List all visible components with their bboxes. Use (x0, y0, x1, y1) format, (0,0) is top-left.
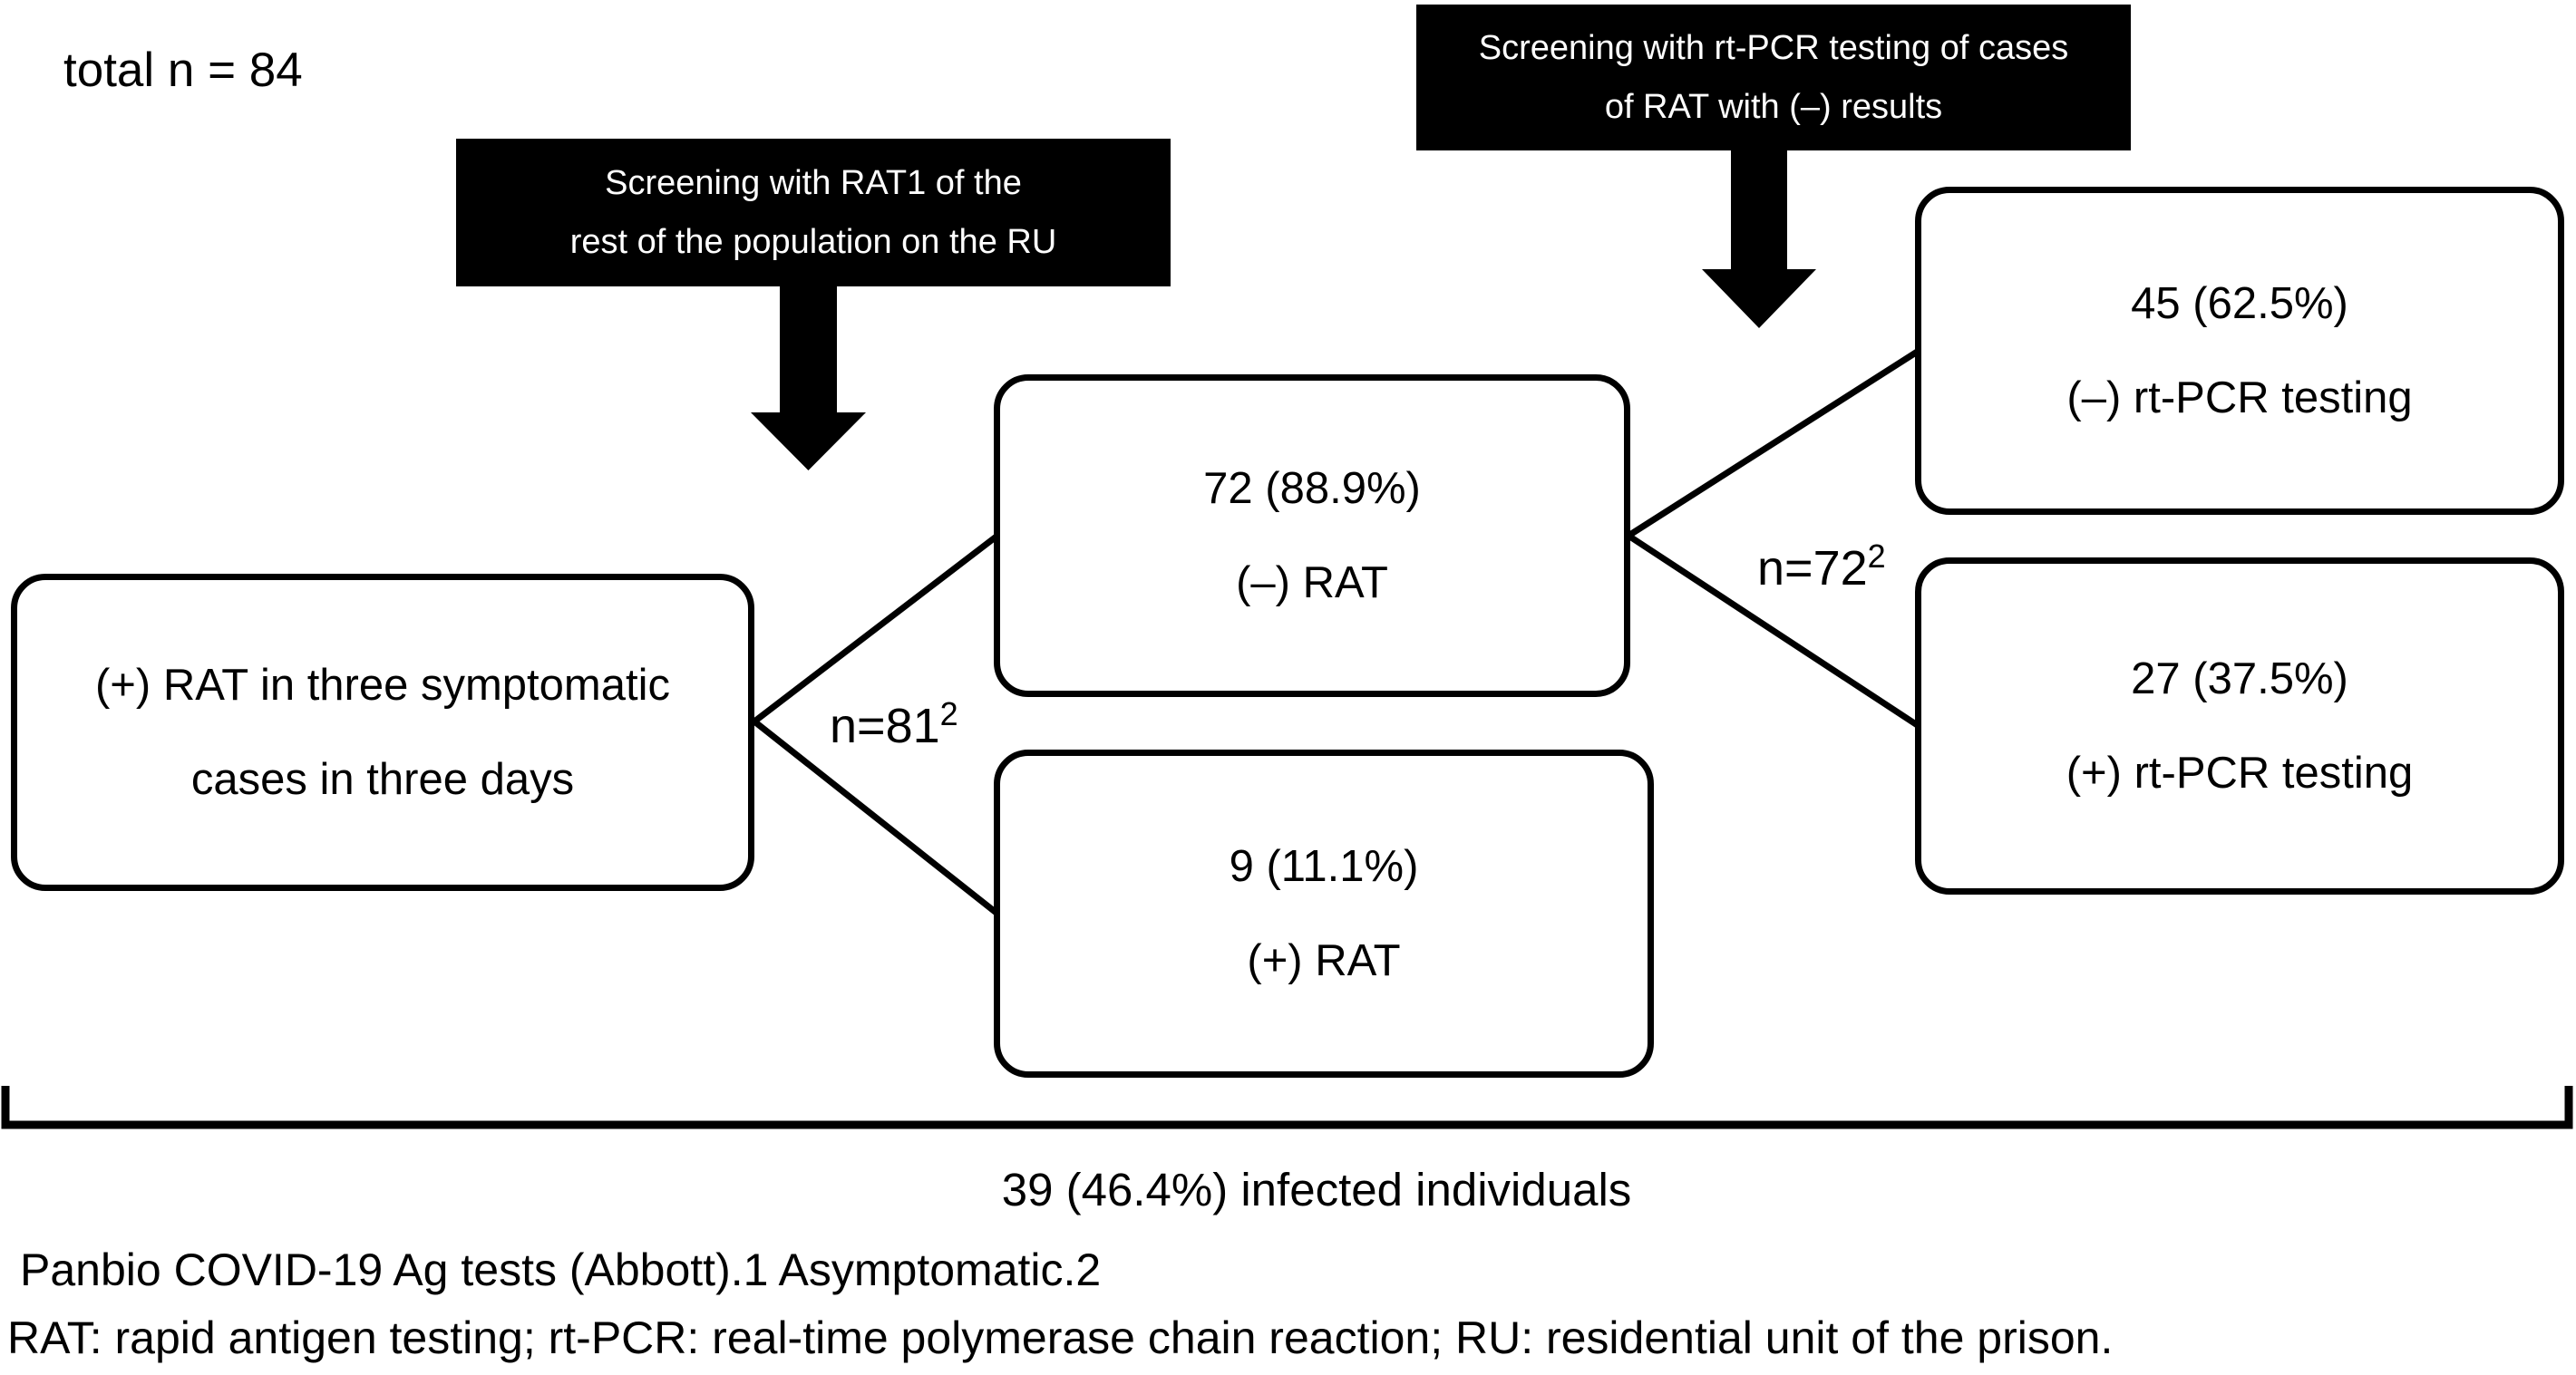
branch-label-n81-sup: 2 (939, 695, 958, 732)
infected-total-label: 39 (46.4%) infected individuals (1001, 1164, 1632, 1215)
callout-pcr-line1: Screening with rt-PCR testing of cases (1478, 29, 2069, 67)
node-pcr-positive-count: 27 (37.5%) (2131, 654, 2348, 703)
fork-right-lower-line (1627, 533, 1920, 729)
fork-right-upper-line (1627, 348, 1920, 538)
callout-pcr-screening: Screening with rt-PCR testing of cases o… (1416, 5, 2131, 150)
branch-label-n72-sup: 2 (1867, 537, 1886, 575)
bottom-bracket (1, 1086, 2573, 1129)
total-count-label: total n = 84 (63, 44, 303, 97)
node-symptomatic-line2: cases in three days (190, 755, 575, 804)
node-pcr-negative: 45 (62.5%) (–) rt-PCR testing (1915, 187, 2564, 515)
callout-pcr-line2: of RAT with (–) results (1604, 88, 1943, 126)
down-arrow-pcr-icon (1702, 149, 1816, 328)
node-rat-positive: 9 (11.1%) (+) RAT (994, 750, 1654, 1078)
node-rat-positive-label: (+) RAT (1247, 936, 1401, 985)
fork-left-upper-line (752, 533, 1000, 724)
branch-label-n81: n=812 (830, 696, 958, 753)
node-pcr-negative-label: (–) rt-PCR testing (2066, 373, 2413, 422)
fork-left-lower-line (752, 719, 1000, 916)
node-pcr-positive: 27 (37.5%) (+) rt-PCR testing (1915, 557, 2564, 895)
callout-rat-screening: Screening with RAT1 of the rest of the p… (456, 139, 1171, 286)
node-pcr-negative-count: 45 (62.5%) (2131, 278, 2348, 328)
node-symptomatic-line1: (+) RAT in three symptomatic (94, 660, 670, 710)
branch-label-n72-base: n=72 (1757, 541, 1868, 596)
node-rat-negative: 72 (88.9%) (–) RAT (994, 374, 1630, 697)
footnote-abbreviations: RAT: rapid antigen testing; rt-PCR: real… (7, 1312, 2114, 1363)
down-arrow-rat-icon (751, 285, 866, 470)
branch-label-n72: n=722 (1757, 538, 1886, 596)
node-symptomatic-cases: (+) RAT in three symptomatic cases in th… (11, 574, 754, 891)
node-rat-negative-count: 72 (88.9%) (1203, 463, 1421, 513)
branch-label-n81-base: n=81 (830, 699, 940, 753)
node-rat-negative-label: (–) RAT (1236, 558, 1388, 607)
callout-rat-line2: rest of the population on the RU (569, 223, 1057, 261)
footnote-tests: Panbio COVID-19 Ag tests (Abbott).1 Asym… (20, 1244, 1102, 1295)
callout-rat-line1: Screening with RAT1 of the (605, 164, 1022, 202)
node-rat-positive-count: 9 (11.1%) (1229, 841, 1419, 891)
node-pcr-positive-label: (+) rt-PCR testing (2066, 749, 2414, 798)
